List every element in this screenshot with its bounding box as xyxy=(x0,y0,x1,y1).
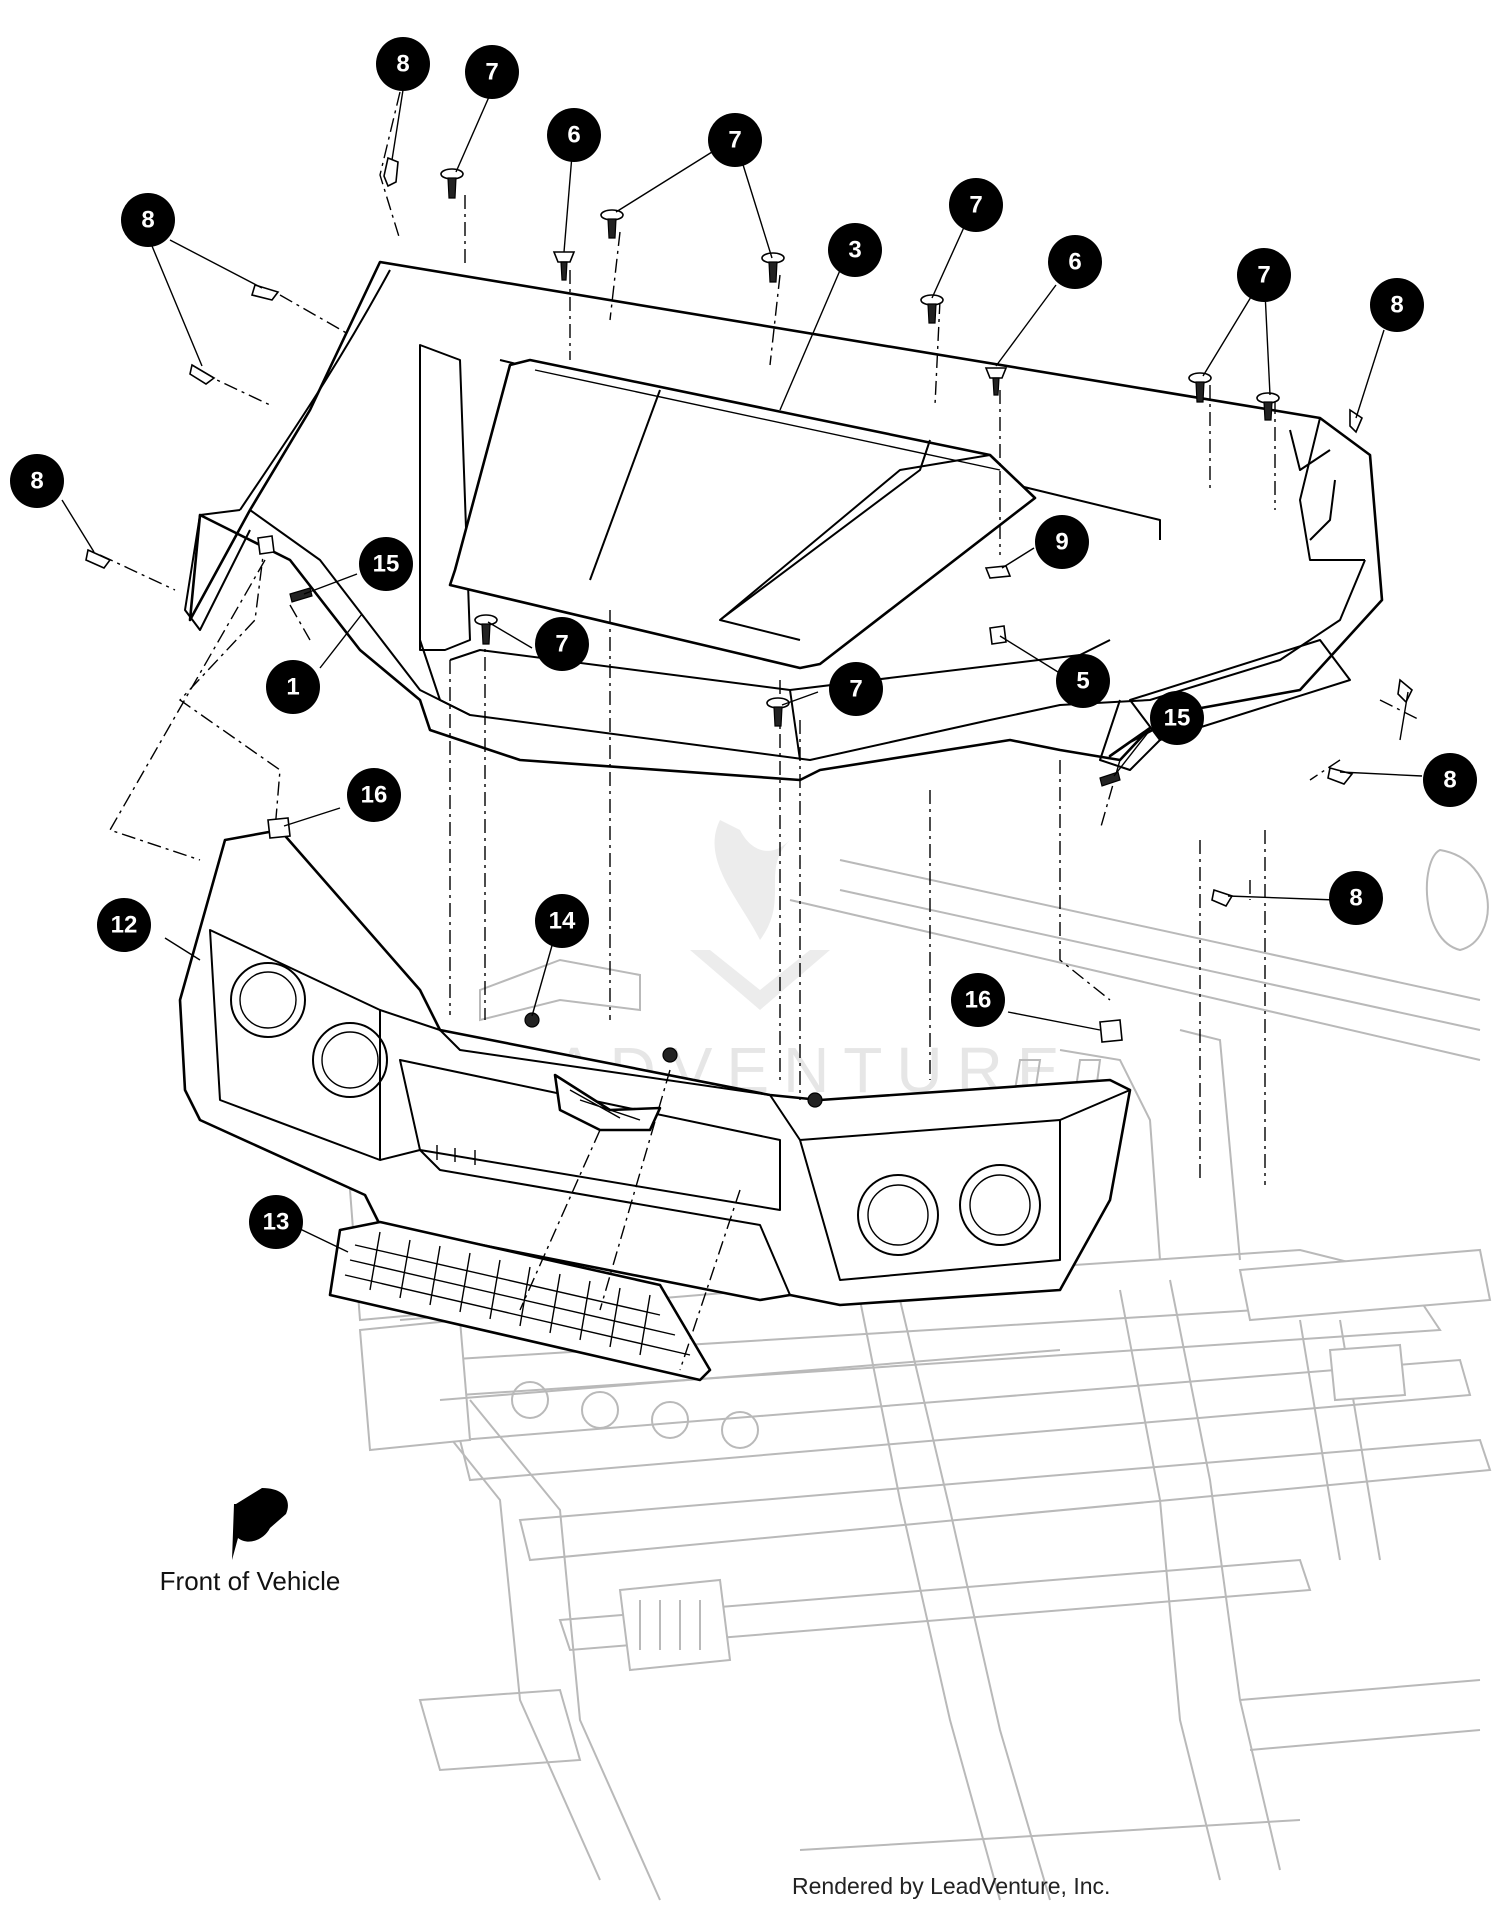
callout-number: 16 xyxy=(361,782,388,809)
callout[interactable]: 12 xyxy=(97,898,151,952)
grommet-icon xyxy=(807,1092,823,1108)
front-fascia-part[interactable] xyxy=(178,828,1132,1307)
push-pin-icon xyxy=(552,251,576,281)
leader-lines xyxy=(61,89,1423,1253)
hood-panel-part[interactable] xyxy=(448,358,1037,670)
callout-layer: 8 7 6 7 8 3 7 6 7 8 8 15 9 7 1 5 7 15 8 … xyxy=(10,37,1477,1249)
callout-number: 1 xyxy=(286,674,299,701)
callout[interactable]: 14 xyxy=(535,894,589,948)
callout[interactable]: 9 xyxy=(1035,515,1089,569)
callout-number: 15 xyxy=(373,551,400,578)
front-of-vehicle-label: Front of Vehicle xyxy=(160,1566,341,1596)
clip-nut-icon xyxy=(1099,1019,1123,1043)
callout[interactable]: 7 xyxy=(829,662,883,716)
callout-number: 8 xyxy=(1349,885,1362,912)
grommet-icon xyxy=(524,1012,540,1028)
clip-icon xyxy=(250,284,280,301)
callout[interactable]: 8 xyxy=(1329,871,1383,925)
callout[interactable]: 13 xyxy=(249,1195,303,1249)
callout-number: 16 xyxy=(965,987,992,1014)
nut-icon xyxy=(984,565,1012,579)
callout[interactable]: 16 xyxy=(347,768,401,822)
clip-icon xyxy=(1349,408,1363,434)
callout[interactable]: 5 xyxy=(1056,654,1110,708)
callout-number: 7 xyxy=(728,127,741,154)
screw-icon xyxy=(440,168,464,199)
screw-icon xyxy=(474,614,498,645)
callout-number: 14 xyxy=(549,908,576,935)
callout[interactable]: 15 xyxy=(1150,691,1204,745)
callout[interactable]: 7 xyxy=(535,617,589,671)
callout-number: 7 xyxy=(1257,262,1270,289)
callout-number: 6 xyxy=(1068,249,1081,276)
callout[interactable]: 7 xyxy=(1237,248,1291,302)
callout-number: 15 xyxy=(1164,705,1191,732)
rivet-icon xyxy=(289,587,313,603)
clip-icon xyxy=(1211,888,1234,908)
clip-icon xyxy=(1397,678,1413,704)
callout[interactable]: 15 xyxy=(359,537,413,591)
callout-number: 8 xyxy=(396,51,409,78)
screw-icon xyxy=(1188,372,1212,403)
rivet-icon xyxy=(1099,771,1121,787)
callout[interactable]: 1 xyxy=(266,660,320,714)
callout[interactable]: 7 xyxy=(465,45,519,99)
front-of-vehicle-indicator: Front of Vehicle xyxy=(160,1488,341,1596)
callout-number: 3 xyxy=(848,237,861,264)
clip-icon xyxy=(1327,767,1354,785)
credit-text: Rendered by LeadVenture, Inc. xyxy=(792,1873,1110,1899)
clip-icon xyxy=(85,548,112,569)
callout-number: 9 xyxy=(1055,529,1068,556)
screw-icon xyxy=(1256,392,1280,421)
callout-number: 8 xyxy=(141,207,154,234)
clip-icon xyxy=(189,363,216,385)
callout-number: 7 xyxy=(485,59,498,86)
callout-number: 12 xyxy=(111,912,138,939)
callout-number: 5 xyxy=(1076,668,1089,695)
callout[interactable]: 7 xyxy=(949,178,1003,232)
callout[interactable]: 8 xyxy=(1423,753,1477,807)
callout[interactable]: 8 xyxy=(10,454,64,508)
grommet-icon xyxy=(662,1047,678,1063)
callout-number: 8 xyxy=(1390,292,1403,319)
screw-icon xyxy=(600,209,624,239)
callout[interactable]: 6 xyxy=(547,108,601,162)
grille-part[interactable] xyxy=(328,1220,712,1382)
assembly-lines xyxy=(99,91,1421,1371)
callout[interactable]: 6 xyxy=(1048,235,1102,289)
front-arrow-icon xyxy=(232,1488,288,1560)
callout[interactable]: 16 xyxy=(951,973,1005,1027)
push-pin-icon xyxy=(984,367,1008,396)
callout-number: 7 xyxy=(555,631,568,658)
callout-number: 7 xyxy=(969,192,982,219)
callout-number: 13 xyxy=(263,1209,290,1236)
screw-icon xyxy=(766,697,790,727)
callout-number: 8 xyxy=(1443,767,1456,794)
callout-number: 8 xyxy=(30,468,43,495)
callout[interactable]: 3 xyxy=(828,223,882,277)
callout[interactable]: 8 xyxy=(376,37,430,91)
clip-nut-icon xyxy=(267,817,291,839)
screw-icon xyxy=(761,252,785,283)
callout-number: 7 xyxy=(849,676,862,703)
callout[interactable]: 8 xyxy=(121,193,175,247)
clip-nut-icon xyxy=(257,535,275,555)
bracket-icon xyxy=(989,625,1007,645)
clip-icon xyxy=(383,156,399,188)
callout[interactable]: 7 xyxy=(708,113,762,167)
vehicle-frame xyxy=(348,848,1492,1901)
screw-icon xyxy=(920,294,944,324)
callout[interactable]: 8 xyxy=(1370,278,1424,332)
callout-number: 6 xyxy=(567,122,580,149)
